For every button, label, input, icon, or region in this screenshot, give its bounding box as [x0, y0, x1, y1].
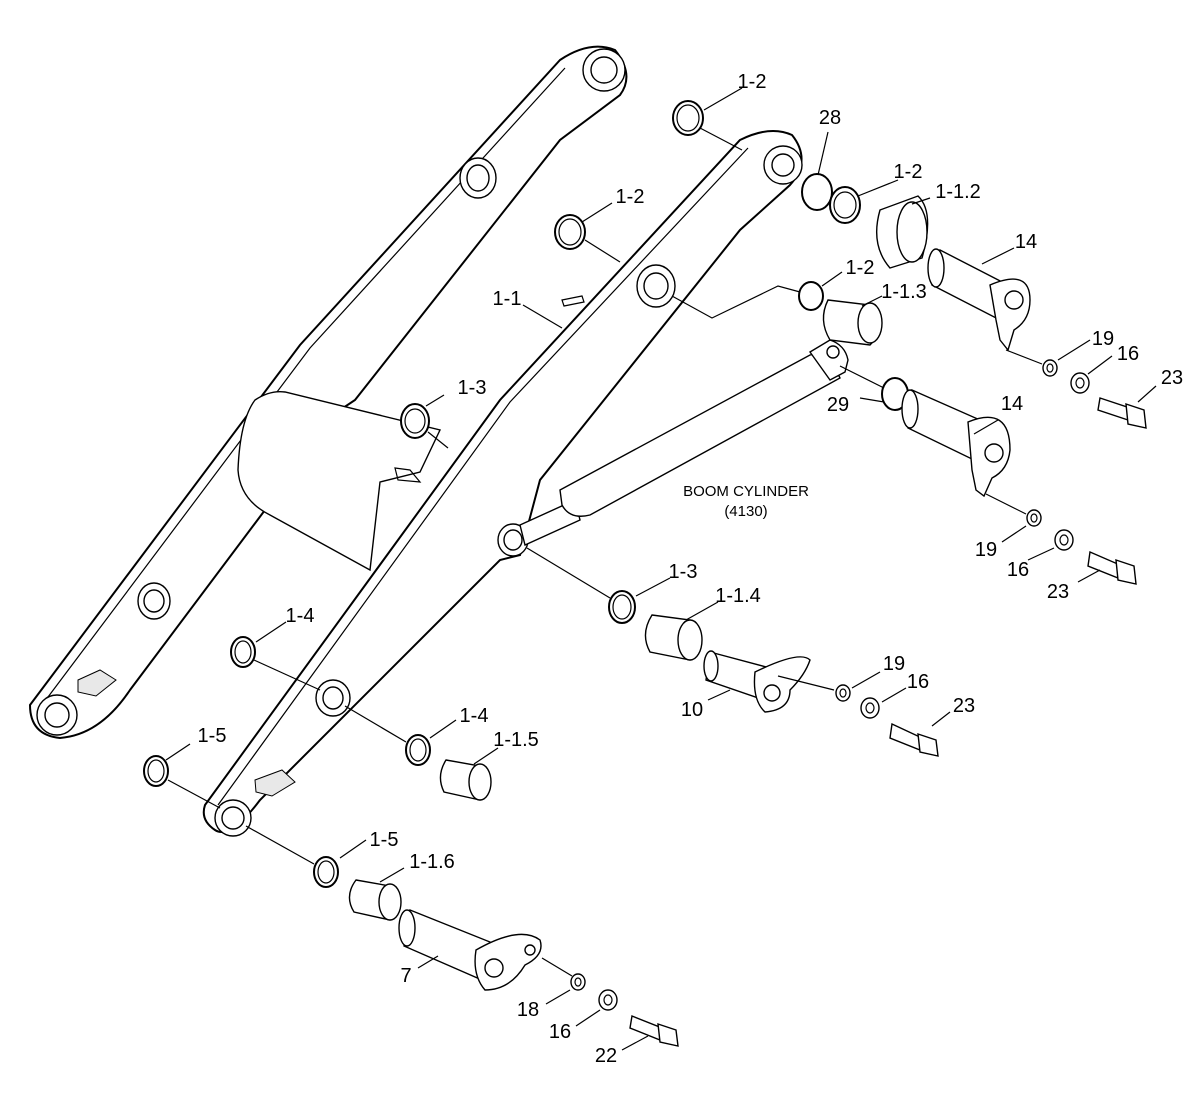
callout-label: 14: [1015, 231, 1037, 253]
callout-label: 22: [595, 1045, 617, 1067]
hardware: [143, 100, 1147, 1047]
callout-label: 23: [1161, 367, 1183, 389]
callout-label: 29: [827, 394, 849, 416]
callout-label: 1-3: [458, 377, 487, 399]
callout-label: 1-1.3: [881, 281, 927, 303]
callout-label: 1-2: [616, 186, 645, 208]
callout-label: 7: [400, 965, 411, 987]
callout-label: 19: [1092, 328, 1114, 350]
cross-tube: [237, 390, 442, 572]
right-boom-arm: [202, 130, 803, 837]
callout-label: 16: [549, 1021, 571, 1043]
callout-label: 1-1.4: [715, 585, 761, 607]
leader-lines: [165, 87, 1157, 1051]
callout-label: 1-1.6: [409, 851, 455, 873]
callout-label: 1-2: [738, 71, 767, 93]
callout-label: 1-3: [669, 561, 698, 583]
boom-cylinder: [519, 339, 849, 546]
callout-label: 19: [883, 653, 905, 675]
callout-label: 10: [681, 699, 703, 721]
callout-label: 1-4: [460, 705, 489, 727]
caption-title: BOOM CYLINDER: [683, 483, 809, 500]
callout-label: 1-5: [370, 829, 399, 851]
callout-label: 14: [1001, 393, 1023, 415]
callout-labels: 1-2281-21-1.2141-21-21-1.31-11916231-314…: [198, 71, 1184, 1067]
callout-label: 16: [1007, 559, 1029, 581]
callout-label: 23: [953, 695, 975, 717]
callout-label: 1-1.2: [935, 181, 981, 203]
caption-ref: (4130): [724, 503, 767, 520]
left-boom-arm: [28, 45, 628, 740]
callout-label: 18: [517, 999, 539, 1021]
callout-label: 16: [1117, 343, 1139, 365]
callout-label: 28: [819, 107, 841, 129]
callout-label: 1-1.5: [493, 729, 539, 751]
callout-label: 1-5: [198, 725, 227, 747]
callout-label: 23: [1047, 581, 1069, 603]
boom-cylinder-caption: BOOM CYLINDER (4130): [683, 483, 809, 520]
callout-label: 16: [907, 671, 929, 693]
callout-label: 1-2: [846, 257, 875, 279]
callout-label: 19: [975, 539, 997, 561]
callout-label: 1-2: [894, 161, 923, 183]
callout-label: 1-4: [286, 605, 315, 627]
callout-label: 1-1: [493, 288, 522, 310]
